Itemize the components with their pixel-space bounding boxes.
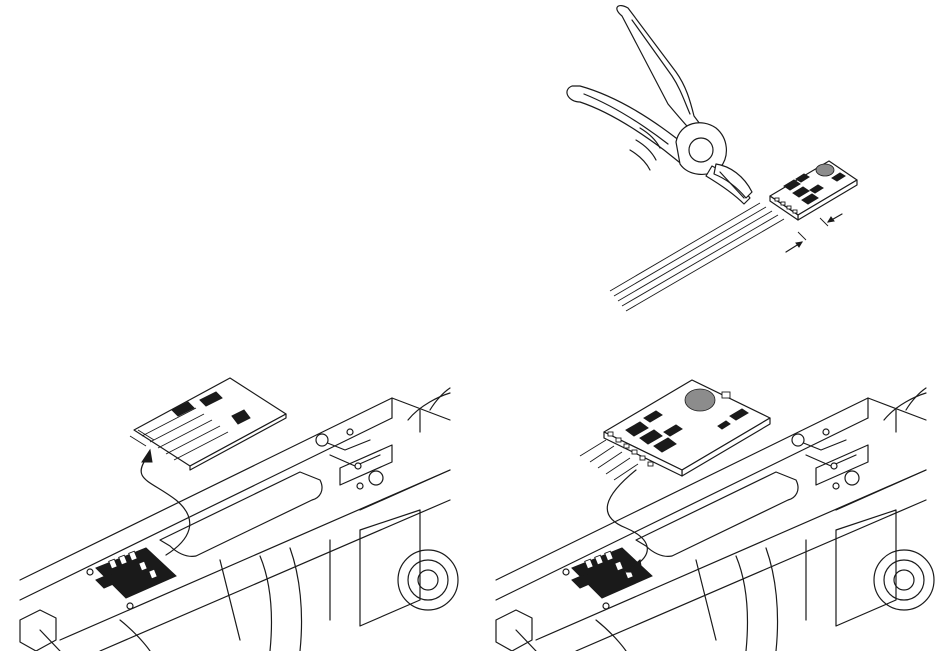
plug-socket-icon <box>563 548 652 609</box>
capacitor <box>685 389 715 411</box>
cut-arrow-icon <box>786 214 842 252</box>
panel-remove-board <box>20 378 458 651</box>
capacitor <box>816 164 834 176</box>
decoder-board-icon <box>604 380 770 476</box>
remove-arrow-icon <box>141 450 190 555</box>
bridge-board-icon <box>130 378 286 470</box>
decoder-wires <box>610 203 784 311</box>
pivot <box>689 138 713 162</box>
panel-cut-wires <box>567 6 857 311</box>
panel-install-decoder <box>496 380 934 651</box>
wire-cutter-icon <box>567 6 752 204</box>
plug-socket-icon <box>87 548 176 609</box>
decoder-board-icon <box>770 161 857 220</box>
